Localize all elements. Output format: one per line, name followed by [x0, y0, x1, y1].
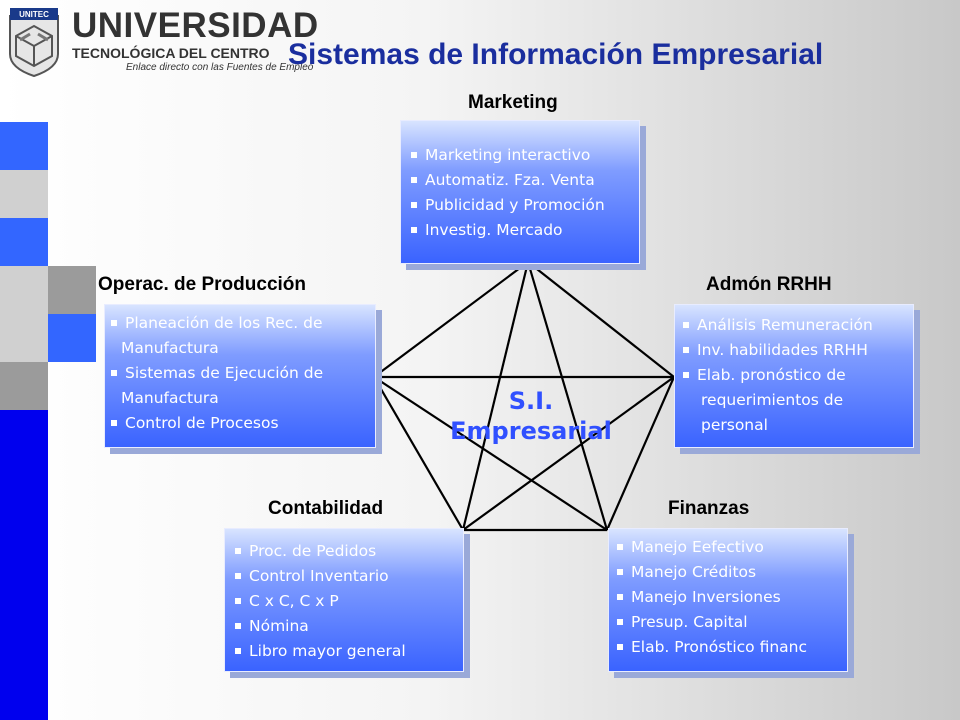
star-line — [526, 261, 609, 531]
list-item: Análisis Remuneración — [681, 313, 907, 338]
list-item: C x C, C x P — [233, 589, 457, 614]
decor-strip — [0, 410, 48, 720]
university-name: UNIVERSIDAD TECNOLÓGICA DEL CENTRO Enlac… — [72, 8, 319, 74]
list-item: Presup. Capital — [615, 610, 841, 635]
list-item-line: Sistemas de Ejecución de — [125, 364, 324, 382]
list-item: Libro mayor general — [233, 639, 457, 664]
decor-square — [0, 170, 48, 218]
pentagon-edge — [527, 261, 675, 378]
list-item-line: Planeación de los Rec. de — [125, 314, 323, 332]
contabilidad-label: Contabilidad — [268, 498, 384, 519]
pentagon-edge — [605, 376, 676, 531]
center-label: S.I. Empresarial — [440, 386, 622, 446]
seal-label: UNITEC — [19, 10, 49, 19]
pentagon-edge — [373, 261, 529, 378]
university-logo: UNITEC UNIVERSIDAD TECNOLÓGICA DEL CENTR… — [6, 6, 318, 84]
contabilidad-box: Proc. de Pedidos Control Inventario C x … — [224, 528, 464, 672]
list-item: Control Inventario — [233, 564, 457, 589]
list-item: Elab. pronóstico de requerimientos de pe… — [681, 363, 907, 438]
marketing-box: Marketing interactivo Automatiz. Fza. Ve… — [400, 120, 640, 264]
produccion-label: Operac. de Producción — [98, 274, 306, 295]
list-item: Proc. de Pedidos — [233, 539, 457, 564]
list-item: Nómina — [233, 614, 457, 639]
list-item: Sistemas de Ejecución de Manufactura — [109, 361, 369, 411]
list-item-line: Control de Procesos — [125, 414, 279, 432]
list-item: Investig. Mercado — [409, 218, 633, 243]
decor-square — [0, 218, 48, 266]
list-item: Inv. habilidades RRHH — [681, 338, 907, 363]
rrhh-label: Admón RRHH — [706, 274, 832, 295]
decor-square — [0, 314, 48, 362]
list-item: Elab. Pronóstico financ — [615, 635, 841, 660]
star-line — [462, 376, 675, 531]
list-item: Planeación de los Rec. de Manufactura — [109, 311, 369, 361]
decor-square — [0, 266, 48, 314]
finanzas-label: Finanzas — [668, 498, 750, 519]
star-line — [373, 376, 608, 531]
list-item: Automatiz. Fza. Venta — [409, 168, 633, 193]
decor-square — [48, 314, 96, 362]
rrhh-box: Análisis Remuneración Inv. habilidades R… — [674, 304, 914, 448]
list-item: Publicidad y Promoción — [409, 193, 633, 218]
decor-square — [48, 266, 96, 314]
list-item-line: Manufactura — [121, 339, 219, 357]
logo-name: UNIVERSIDAD — [72, 6, 319, 45]
logo-tagline: Enlace directo con las Fuentes de Empleo — [126, 62, 314, 73]
list-item-line: Manufactura — [121, 389, 219, 407]
decor-square — [0, 362, 48, 410]
list-item: Manejo Inversiones — [615, 585, 841, 610]
list-item-line: Elab. pronóstico de — [697, 366, 846, 384]
decor-square — [0, 122, 48, 170]
produccion-box: Planeación de los Rec. de Manufactura Si… — [104, 304, 376, 448]
star-line — [461, 261, 530, 531]
list-item: Control de Procesos — [109, 411, 369, 436]
center-line1: S.I. — [508, 387, 554, 415]
list-item-line: requerimientos de — [701, 391, 844, 409]
list-item-line: personal — [701, 416, 768, 434]
logo-sub: TECNOLÓGICA DEL CENTRO — [72, 45, 270, 61]
pentagon-edge — [373, 376, 464, 531]
page-title: Sistemas de Información Empresarial — [288, 38, 824, 71]
list-item: Marketing interactivo — [409, 143, 633, 168]
marketing-label: Marketing — [468, 92, 558, 113]
university-seal-icon: UNITEC — [9, 8, 59, 78]
center-line2: Empresarial — [450, 417, 612, 445]
finanzas-box: Manejo Eefectivo Manejo Créditos Manejo … — [608, 528, 848, 672]
list-item: Manejo Créditos — [615, 560, 841, 585]
list-item: Manejo Eefectivo — [615, 535, 841, 560]
left-decorative-bar — [0, 0, 96, 720]
